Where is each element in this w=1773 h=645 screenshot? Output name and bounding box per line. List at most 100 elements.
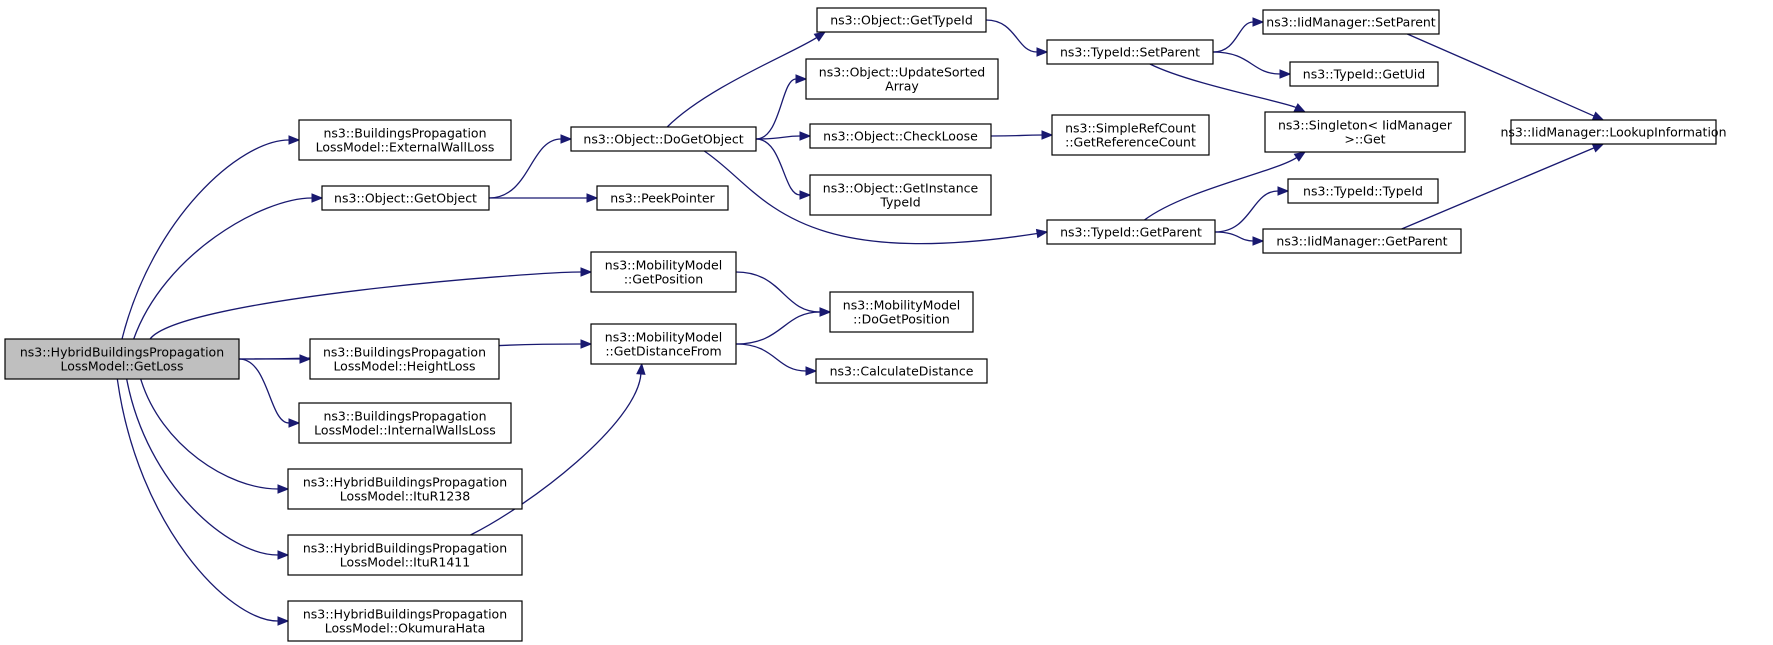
node-label-line: ns3::IidManager::SetParent [1266,15,1436,30]
edge-line [116,378,279,622]
node-box [321,185,490,211]
node-label-line: ns3::Singleton< IidManager [1278,118,1453,133]
node-checkloose[interactable]: ns3::Object::CheckLoose [809,123,992,149]
node-label-line: ns3::Object::DoGetObject [583,132,743,147]
edge-getloss-to-okumurahata [116,378,290,626]
node-heightloss[interactable]: ns3::BuildingsPropagationLossModel::Heig… [309,338,500,380]
edge-getloss-to-externalwallloss [121,135,301,340]
node-label-line: LossModel::InternalWallsLoss [314,423,496,438]
edge-arrowhead [560,134,573,144]
node-box [829,291,974,333]
edge-arrowhead [1041,130,1054,140]
node-gettypeid[interactable]: ns3::Object::GetTypeId [816,7,987,33]
edge-line [735,343,807,372]
node-box [287,600,523,642]
edge-line [488,138,562,199]
edge-arrowhead [311,193,324,203]
node-dogetobject[interactable]: ns3::Object::DoGetObject [570,126,757,152]
node-label-line: ns3::TypeId::TypeId [1303,184,1423,199]
node-label-line: Array [885,79,919,94]
node-iid-setparent[interactable]: ns3::IidManager::SetParent [1262,9,1440,35]
node-itur1238[interactable]: ns3::HybridBuildingsPropagationLossModel… [287,468,523,510]
edge-checkloose-to-getreferencecount [990,130,1054,140]
node-box [1262,228,1462,254]
node-box [298,402,512,444]
node-box [287,534,523,576]
node-singleton-get[interactable]: ns3::Singleton< IidManager >::Get [1264,111,1466,153]
node-label-line: ns3::IidManager::LookupInformation [1500,125,1726,140]
node-box [805,58,999,100]
node-lookupinformation[interactable]: ns3::IidManager::LookupInformation [1500,119,1727,145]
edge-arrowhead [1591,143,1605,153]
edge-arrowhead [819,307,832,317]
node-label-line: ns3::HybridBuildingsPropagation [303,607,507,622]
node-box [1289,61,1439,87]
edge-line [126,378,279,556]
node-typeid-getparent[interactable]: ns3::TypeId::GetParent [1046,219,1216,245]
node-label-line: TypeId [879,195,920,210]
edge-line [666,37,818,128]
node-label-line: ns3::Object::UpdateSorted [819,65,985,80]
node-iid-getparent[interactable]: ns3::IidManager::GetParent [1262,228,1462,254]
edge-line [133,197,313,340]
node-calculatedistance[interactable]: ns3::CalculateDistance [815,358,988,384]
edge-getobject-to-peekpointer [488,193,599,203]
edge-iid-getparent-to-lookupinformation [1401,143,1605,230]
node-getuid[interactable]: ns3::TypeId::GetUid [1289,61,1439,87]
node-label-line: ns3::IidManager::GetParent [1276,234,1447,249]
node-peekpointer[interactable]: ns3::PeekPointer [596,185,729,211]
node-externalwallloss[interactable]: ns3::BuildingsPropagationLossModel::Exte… [298,119,512,161]
edge-line [735,311,821,345]
node-getobject[interactable]: ns3::Object::GetObject [321,185,490,211]
edge-typeid-getparent-to-typeid-typeid [1214,186,1290,233]
edge-arrowhead [1252,17,1265,27]
edge-line [990,134,1043,137]
edge-arrowhead [1252,236,1265,246]
node-box [309,338,500,380]
edge-arrowhead [1036,47,1049,57]
node-label-line: ns3::TypeId::SetParent [1060,45,1200,60]
node-box [590,251,737,293]
node-setparent[interactable]: ns3::TypeId::SetParent [1046,39,1214,65]
node-getdistancefrom[interactable]: ns3::MobilityModel::GetDistanceFrom [590,323,737,365]
node-label-line: >::Get [1344,132,1385,147]
edge-itur1411-to-getdistancefrom [470,362,646,536]
node-okumurahata[interactable]: ns3::HybridBuildingsPropagationLossModel… [287,600,523,642]
edge-line [470,373,642,536]
edge-getloss-to-heightloss [239,354,312,364]
edge-arrowhead [799,190,812,200]
edge-dogetobject-to-updatesortedarray [755,74,808,140]
node-label-line: ns3::Object::GetInstance [823,181,979,196]
edge-getposition-to-dogetposition [735,271,832,317]
node-label-line: ::DoGetPosition [853,312,950,327]
node-label-line: LossModel::ExternalWallLoss [316,140,495,155]
node-dogetposition[interactable]: ns3::MobilityModel::DoGetPosition [829,291,974,333]
edge-arrowhead [1293,103,1307,113]
node-typeid-typeid[interactable]: ns3::TypeId::TypeId [1287,178,1439,204]
edge-arrowhead [277,550,290,560]
edge-line [140,378,279,490]
edge-getdistancefrom-to-calculatedistance [735,343,818,376]
node-getposition[interactable]: ns3::MobilityModel::GetPosition [590,251,737,293]
node-box [816,7,987,33]
node-getreferencecount[interactable]: ns3::SimpleRefCount::GetReferenceCount [1051,114,1210,156]
node-label-line: ns3::MobilityModel [605,330,722,345]
node-label-line: ::GetPosition [624,272,703,287]
edge-line [703,150,1038,245]
edge-arrowhead [580,339,593,349]
edge-arrowhead [813,31,827,42]
nodes-layer: ns3::HybridBuildingsPropagation LossModel… [4,7,1727,642]
node-itur1411[interactable]: ns3::HybridBuildingsPropagationLossModel… [287,534,523,576]
edge-arrowhead [1591,111,1605,121]
node-box [298,119,512,161]
node-label-line: LossModel::HeightLoss [333,359,475,374]
node-internalwallsloss[interactable]: ns3::BuildingsPropagationLossModel::Inte… [298,402,512,444]
edge-setparent-to-iid-setparent [1212,17,1265,53]
node-box [1510,119,1717,145]
edge-arrowhead [1277,186,1290,196]
edge-typeid-getparent-to-iid-getparent [1214,231,1265,246]
edge-arrowhead [288,135,301,145]
edge-setparent-to-getuid [1212,51,1292,79]
